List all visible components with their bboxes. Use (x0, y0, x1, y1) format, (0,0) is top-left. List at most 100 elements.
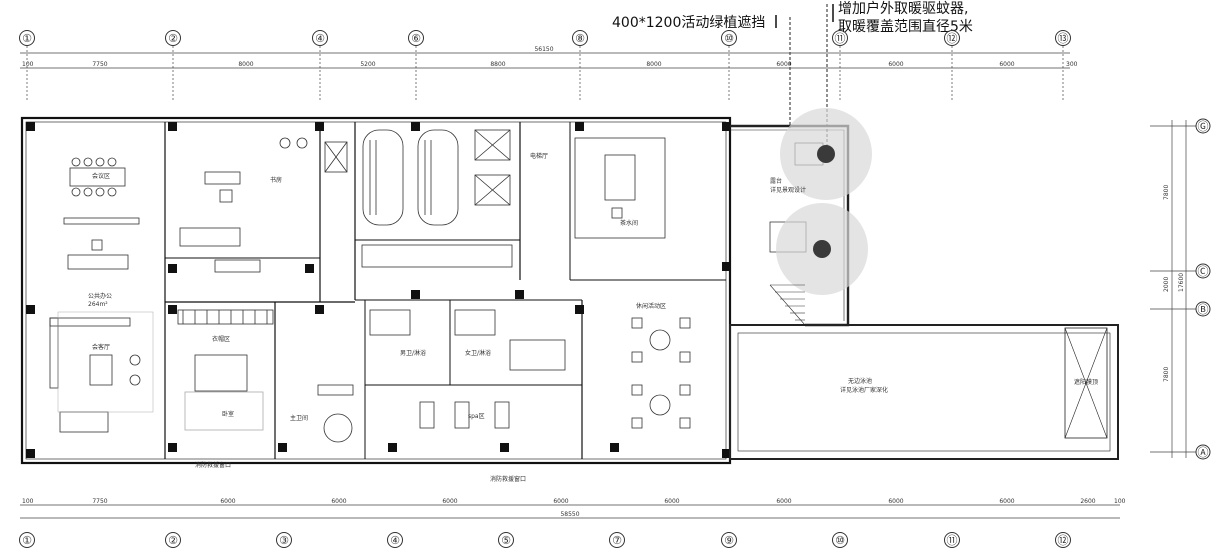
bottom-dim-segment: 7750 (92, 498, 107, 505)
grid-bubble-top-10: ⑩ (721, 30, 737, 46)
pool-area (729, 324, 1119, 460)
grid-label: ⑫ (947, 32, 958, 45)
grid-label: ④ (390, 534, 400, 547)
right-dim-total: 17600 (1178, 273, 1185, 292)
fire-window-label-1: 消防救援窗口 (195, 461, 231, 469)
grid-label: ⑤ (501, 534, 511, 547)
bottom-dim-segment: 100 (1114, 498, 1126, 505)
grid-bubble-top-11: ⑪ (832, 30, 848, 46)
grid-label: ④ (315, 32, 325, 45)
elevator-core (324, 129, 513, 268)
grid-label: ① (22, 32, 32, 45)
grid-label: Ⓒ (1198, 265, 1209, 278)
room-label-guest: 会客厅 (92, 343, 110, 351)
lounge-furniture (49, 311, 154, 433)
top-dim-segment: 6000 (776, 61, 791, 68)
restroom-fixtures (369, 309, 566, 429)
room-area-public-office: 264m² (88, 301, 108, 308)
grid-label: ③ (279, 534, 289, 547)
leisure-seating (631, 317, 691, 429)
bottom-dim-segment: 6000 (331, 498, 346, 505)
top-dim-segment: 8000 (646, 61, 661, 68)
grid-label: Ⓖ (1198, 120, 1209, 133)
room-label-terrace: 露台 (770, 177, 782, 185)
top-dim-segment: 6000 (888, 61, 903, 68)
room-label-wardrobe: 衣帽区 (212, 335, 230, 343)
grid-bubble-top-1: ① (19, 30, 35, 46)
heater-annotation: 增加户外取暖驱蚊器, 取暖覆盖范围直径5米 (838, 0, 973, 36)
room-label-roof: 遮阳膜顶 (1074, 378, 1098, 386)
grid-bubble-bottom-3: ③ (276, 532, 292, 548)
right-dim-segment: 7800 (1163, 367, 1170, 382)
grid-bubble-bottom-10: ⑩ (832, 532, 848, 548)
room-label-female-wc: 女卫/淋浴 (465, 349, 491, 357)
top-dimension-chain (20, 46, 1070, 100)
grid-bubble-bottom-1: ① (19, 532, 35, 548)
room-label-pool: 无边泳池 (848, 377, 872, 385)
grid-label: ⑬ (1058, 32, 1069, 45)
bottom-grid-bubbles: ① ② ③ ④ ⑤ ⑦ ⑨ ⑩ ⑪ ⑫ (19, 532, 1071, 548)
top-dim-segment: 8800 (490, 61, 505, 68)
grid-bubble-top-13: ⑬ (1055, 30, 1071, 46)
row-bubble-A: Ⓐ (1195, 444, 1211, 460)
grid-label: ⑥ (411, 32, 421, 45)
bottom-dim-segment: 2600 (1080, 498, 1095, 505)
main-bath (317, 384, 354, 443)
pool-note: 详见泳池厂家深化 (840, 386, 888, 394)
bottom-dim-segment: 100 (22, 498, 34, 505)
building-walls (20, 116, 732, 465)
top-dim-segment: 100 (22, 61, 34, 68)
room-label-pantry: 茶水间 (620, 219, 638, 227)
top-dim-segment: 5200 (360, 61, 375, 68)
terrace-note: 详见景观设计 (770, 186, 806, 194)
grid-label: ② (168, 534, 178, 547)
row-bubble-G: Ⓖ (1195, 118, 1211, 134)
grid-label: Ⓑ (1198, 303, 1209, 316)
heater-core-2 (813, 240, 831, 258)
grid-label: ⑦ (612, 534, 622, 547)
pantry-counter (574, 137, 666, 239)
grid-label: ⑪ (947, 534, 958, 547)
grid-bubble-bottom-2: ② (165, 532, 181, 548)
heater-annotation-line2: 取暖覆盖范围直径5米 (838, 19, 973, 35)
room-label-leisure: 休闲活动区 (636, 302, 666, 310)
room-label-study: 书房 (270, 176, 282, 184)
top-dim-segment: 6000 (999, 61, 1014, 68)
grid-bubble-top-4: ④ (312, 30, 328, 46)
top-total-dimension: 56150 (534, 46, 553, 53)
meeting-table (63, 157, 140, 270)
grid-bubble-top-2: ② (165, 30, 181, 46)
grid-bubble-bottom-7: ⑦ (609, 532, 625, 548)
room-label-main-wc: 主卫间 (290, 414, 308, 422)
bottom-dim-segment: 6000 (220, 498, 235, 505)
grid-label: ⑫ (1058, 534, 1069, 547)
fire-window-label-2: 消防救援窗口 (490, 475, 526, 483)
heater-annotation-line1: 增加户外取暖驱蚊器, (838, 1, 969, 17)
grid-label: ⑩ (835, 534, 845, 547)
bottom-dim-segment: 6000 (442, 498, 457, 505)
bottom-dim-segment: 6000 (553, 498, 568, 505)
bottom-dimension-chain (20, 504, 1120, 519)
grid-bubble-bottom-12: ⑫ (1055, 532, 1071, 548)
grid-label: ⑧ (575, 32, 585, 45)
plant-screen-annotation: 400*1200活动绿植遮挡 (612, 15, 766, 31)
grid-label: ① (22, 534, 32, 547)
room-label-meeting: 会议区 (92, 172, 110, 180)
grid-label: Ⓐ (1198, 446, 1209, 459)
terrace-stair (769, 284, 806, 326)
grid-label: ② (168, 32, 178, 45)
grid-label: ⑩ (724, 32, 734, 45)
study-furniture (179, 137, 308, 273)
top-dim-segment: 300 (1066, 61, 1078, 68)
grid-bubble-bottom-11: ⑪ (944, 532, 960, 548)
grid-label: ⑪ (835, 32, 846, 45)
right-dimension-chain (1150, 120, 1200, 458)
bottom-dim-segment: 6000 (664, 498, 679, 505)
bottom-total-dimension: 58550 (560, 511, 579, 518)
room-label-public-office: 公共办公 (88, 292, 112, 300)
right-dim-segment: 7800 (1163, 185, 1170, 200)
structural-columns (26, 122, 731, 458)
grid-bubble-top-6: ⑥ (408, 30, 424, 46)
top-grid-bubbles: ① ② ④ ⑥ ⑧ ⑩ ⑪ ⑫ ⑬ (19, 30, 1071, 46)
grid-bubble-top-12: ⑫ (944, 30, 960, 46)
